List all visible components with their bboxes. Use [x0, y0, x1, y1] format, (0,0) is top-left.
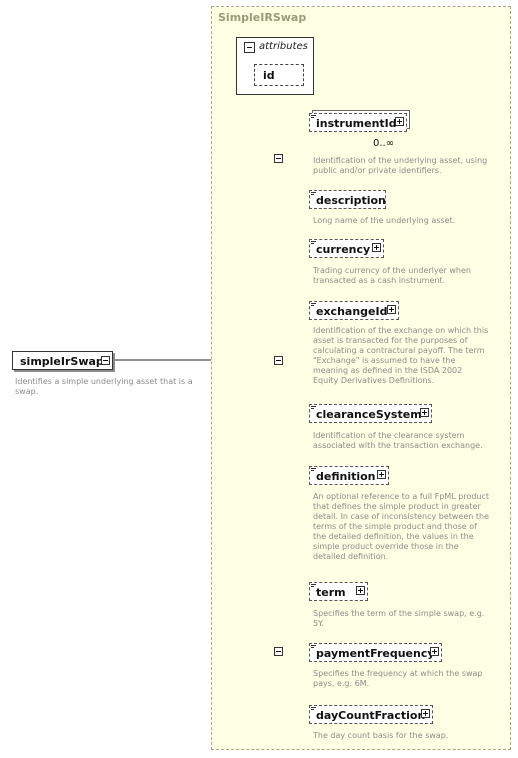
attribute-id[interactable]: id — [254, 64, 304, 86]
doc-line: An optional reference to a full FpML pro… — [313, 492, 490, 501]
element-term[interactable]: term — [309, 582, 368, 601]
doc-line: simple product override those in the — [313, 542, 459, 551]
element-label: paymentFrequency — [316, 647, 435, 660]
collapse-attributes-icon[interactable] — [244, 42, 255, 53]
root-doc: Identifies a simple underlying asset tha… — [15, 377, 193, 397]
collapse-sequence-1-icon[interactable] — [274, 154, 283, 163]
expand-icon[interactable] — [420, 408, 429, 417]
expand-icon[interactable] — [421, 709, 430, 718]
expand-icon[interactable] — [377, 470, 386, 479]
doc-line: 5Y. — [313, 619, 324, 628]
doc-line: calculating a contractural payoff. The t… — [313, 346, 485, 355]
doc-line: Long name of the underlying asset. — [313, 216, 456, 225]
doc-line: detail. In case of inconsistency between… — [313, 512, 490, 521]
expand-icon[interactable] — [430, 647, 439, 656]
element-doc: Identification of the exchange on which … — [313, 326, 488, 386]
expand-icon[interactable] — [372, 243, 381, 252]
element-doc: Identification of the underlying asset, … — [313, 156, 487, 176]
doc-line: terms of the simple product and those of — [313, 522, 477, 531]
root-element-label: simpleIrSwap — [20, 355, 104, 368]
collapse-root-icon[interactable] — [101, 356, 110, 365]
element-label: term — [316, 586, 346, 599]
element-definition[interactable]: definition — [309, 466, 389, 485]
element-doc: The day count basis for the swap. — [313, 731, 448, 741]
doc-line: meaning as defined in the ISDA 2002 — [313, 366, 463, 375]
doc-line: Identification of the underlying asset, … — [313, 156, 488, 165]
doc-line: Equity Derivatives Definitions. — [313, 376, 435, 385]
element-exchangeId[interactable]: exchangeId — [309, 301, 399, 320]
element-doc: Long name of the underlying asset. — [313, 216, 455, 226]
element-label: description — [316, 194, 386, 207]
doc-line: detailed definition. — [313, 552, 389, 561]
collapse-sequence-2-icon[interactable] — [274, 356, 283, 365]
element-dayCountFraction[interactable]: dayCountFraction — [309, 705, 433, 724]
element-currency[interactable]: currency — [309, 239, 384, 258]
element-instrumentId[interactable]: instrumentId — [309, 113, 407, 132]
expand-icon[interactable] — [387, 305, 396, 314]
element-label: definition — [316, 470, 376, 483]
doc-line: associated with the transaction exchange… — [313, 441, 483, 450]
doc-line: The day count basis for the swap. — [313, 731, 449, 740]
doc-line: Identifies a simple underlying asset tha… — [15, 377, 193, 386]
element-label: instrumentId — [316, 117, 397, 130]
element-label: exchangeId — [316, 305, 388, 318]
doc-line: swap. — [15, 387, 39, 396]
element-doc: Specifies the term of the simple swap, e… — [313, 609, 484, 629]
attributes-label: attributes — [259, 41, 308, 52]
doc-line: the detailed definition, the values in t… — [313, 532, 474, 541]
element-doc: An optional reference to a full FpML pro… — [313, 492, 489, 562]
element-clearanceSystem[interactable]: clearanceSystem — [309, 404, 432, 423]
element-doc: Identification of the clearance system a… — [313, 431, 483, 451]
doc-line: Identification of the exchange on which … — [313, 326, 489, 335]
root-element[interactable]: simpleIrSwap — [12, 351, 113, 370]
element-paymentFrequency[interactable]: paymentFrequency — [309, 643, 442, 662]
expand-icon[interactable] — [356, 586, 365, 595]
doc-line: pays, e.g. 6M. — [313, 679, 370, 688]
doc-line: Specifies the frequency at which the swa… — [313, 669, 483, 678]
occurrence-label: 0..∞ — [373, 138, 395, 149]
doc-line: public and/or private identifiers. — [313, 166, 442, 175]
element-description[interactable]: description — [309, 190, 386, 209]
element-label: clearanceSystem — [316, 408, 422, 421]
doc-line: "Exchange" is assumed to have the — [313, 356, 456, 365]
doc-line: Trading currency of the underlyer when — [313, 266, 471, 275]
doc-line: that defines the simple product in great… — [313, 502, 481, 511]
doc-line: transacted as a cash instrument. — [313, 276, 446, 285]
doc-line: Identification of the clearance system — [313, 431, 465, 440]
doc-line: Specifies the term of the simple swap, e… — [313, 609, 485, 618]
element-label: currency — [316, 243, 371, 256]
collapse-sequence-3-icon[interactable] — [274, 647, 283, 656]
complex-type-title: SimpleIRSwap — [218, 11, 307, 24]
element-doc: Trading currency of the underlyer when t… — [313, 266, 471, 286]
element-doc: Specifies the frequency at which the swa… — [313, 669, 483, 689]
element-label: dayCountFraction — [316, 709, 426, 722]
expand-icon[interactable] — [395, 117, 404, 126]
doc-line: asset is transacted for the purposes of — [313, 336, 468, 345]
